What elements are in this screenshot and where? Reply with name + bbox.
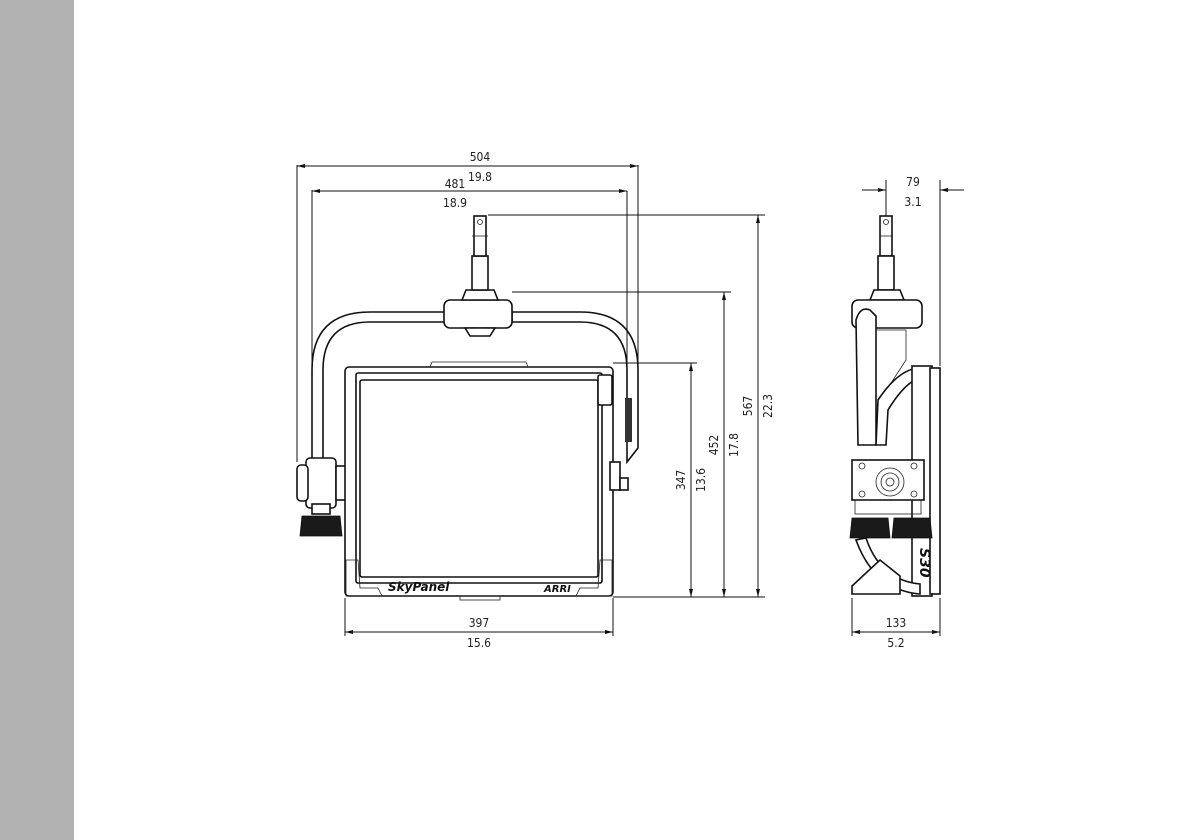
dim-481-in: 18.9 [443,196,467,210]
dim-397-in: 15.6 [467,636,491,650]
front-view: SkyPanel ARRI [297,216,638,600]
side-view: S30 [850,216,940,596]
dim-452-mm: 452 [707,435,721,456]
dim-133-in: 5.2 [887,636,904,650]
spigot [472,256,488,290]
diffuser-panel [360,380,598,577]
spigot-base [462,290,498,300]
yoke-clamp [444,300,512,328]
dim-567-mm: 567 [741,396,755,417]
dim-452-in: 17.8 [727,433,741,457]
arri-logo: ARRI [543,584,571,595]
side-yoke-arm [856,309,876,445]
left-tilt-knob[interactable] [300,516,342,536]
side-knob-right[interactable] [892,518,932,538]
side-model-label: S30 [916,548,932,578]
side-knob-left[interactable] [850,518,890,538]
clamp-base [465,328,495,336]
dim-397-mm: 397 [469,616,490,630]
left-yoke-hub [306,458,336,508]
dim-567-in: 22.3 [761,394,775,418]
dim-347-in: 13.6 [694,468,708,492]
dim-347-mm: 347 [674,470,688,491]
side-control-box [852,460,924,500]
skypanel-logo: SkyPanel [388,580,450,594]
dim-504-mm: 504 [470,150,491,164]
dim-79-in: 3.1 [904,195,921,209]
dim-504-in: 19.8 [468,170,492,184]
dim-481-mm: 481 [445,177,466,191]
dim-133-mm: 133 [886,616,907,630]
dim-79-mm: 79 [906,175,920,189]
